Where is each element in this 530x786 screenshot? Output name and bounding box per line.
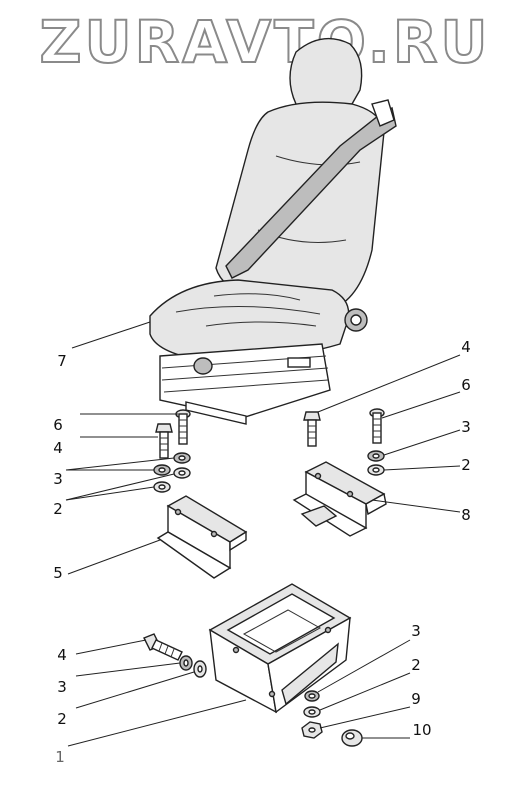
seat-assembly bbox=[149, 37, 397, 425]
callout-3: 3 bbox=[411, 622, 421, 640]
washer-3-lower-left bbox=[179, 655, 193, 671]
callout-4: 4 bbox=[53, 439, 63, 457]
callout-9: 9 bbox=[411, 690, 421, 708]
callout-3: 3 bbox=[57, 678, 67, 696]
watermark-logo: ZURAVTO.RU bbox=[39, 8, 490, 76]
washer-2-lower-left bbox=[193, 660, 207, 678]
callout-4: 4 bbox=[57, 646, 67, 664]
callout-6: 6 bbox=[53, 416, 63, 434]
callout-2: 2 bbox=[53, 500, 63, 518]
callout-1: 1 bbox=[55, 748, 65, 766]
bolt-6-left bbox=[175, 409, 191, 445]
base-frame-1 bbox=[208, 583, 352, 714]
nut-9 bbox=[301, 721, 323, 739]
callout-7: 7 bbox=[57, 352, 67, 370]
callout-labels: 7 4 6 6 4 3 3 2 2 8 5 4 3 3 2 2 9 10 1 bbox=[53, 338, 471, 766]
cap-nut-10 bbox=[341, 729, 363, 747]
callout-5: 5 bbox=[53, 564, 63, 582]
callout-3: 3 bbox=[461, 418, 471, 436]
callout-10: 10 bbox=[412, 721, 431, 739]
callout-6: 6 bbox=[461, 376, 471, 394]
washer-2-lower-right bbox=[303, 706, 321, 718]
callout-4: 4 bbox=[461, 338, 471, 356]
leader-lines bbox=[65, 321, 461, 747]
bracket-8 bbox=[292, 461, 387, 537]
bracket-5 bbox=[156, 495, 248, 579]
callout-2: 2 bbox=[461, 456, 471, 474]
callout-3: 3 bbox=[53, 470, 63, 488]
washer-set-left bbox=[153, 452, 191, 493]
callout-2: 2 bbox=[57, 710, 67, 728]
washer-set-right bbox=[367, 450, 385, 476]
washer-3-lower-right bbox=[304, 690, 320, 702]
bolt-4-center bbox=[303, 411, 321, 447]
callout-8: 8 bbox=[461, 506, 471, 524]
bolt-4-lower bbox=[143, 633, 183, 661]
bolt-6-right bbox=[369, 408, 385, 444]
bolt-4-left bbox=[155, 423, 173, 459]
callout-2: 2 bbox=[411, 656, 421, 674]
